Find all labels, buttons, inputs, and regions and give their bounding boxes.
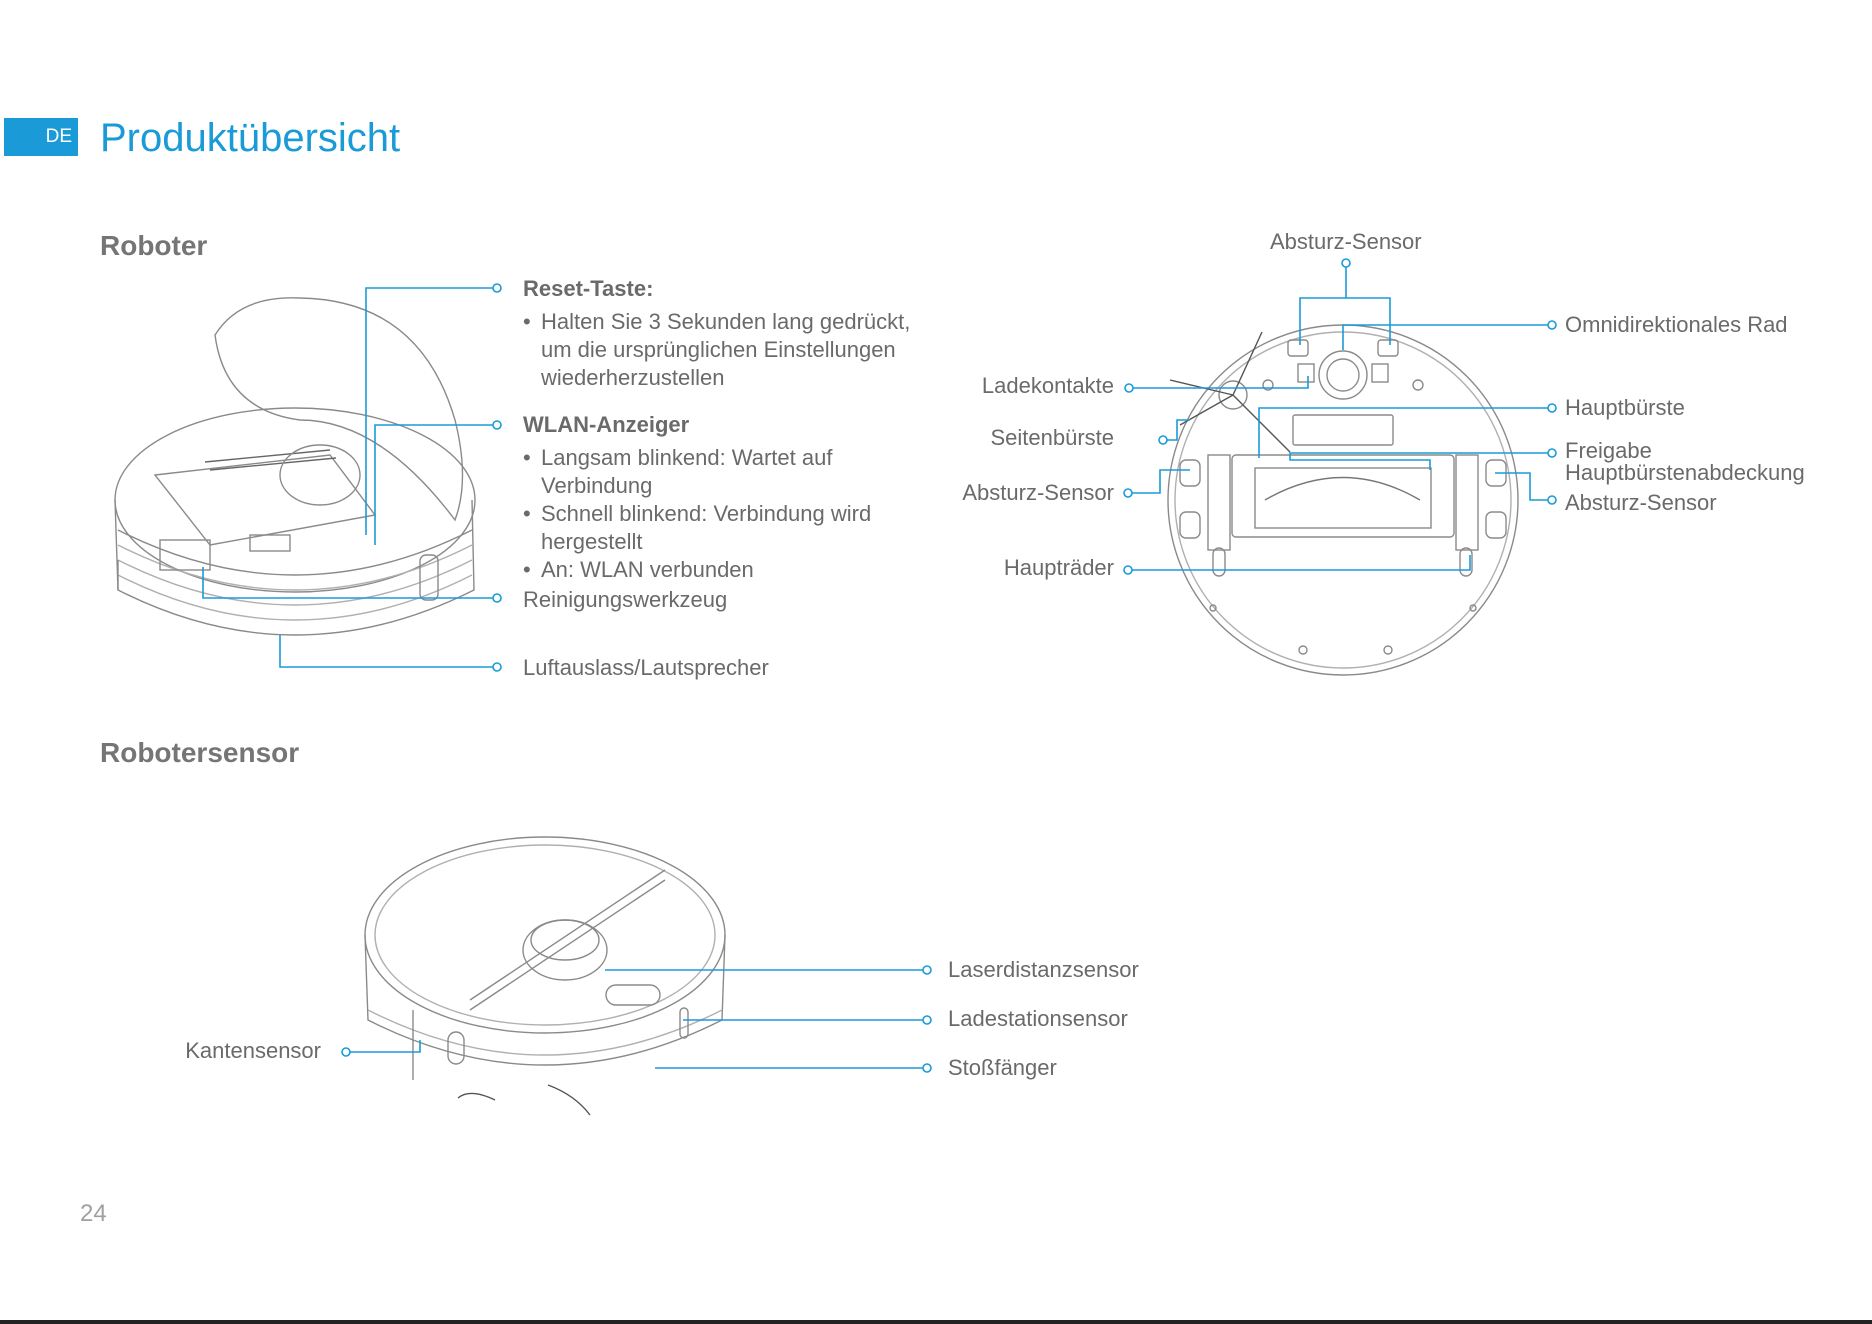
label-brush-cover-release-line2: Hauptbürstenabdeckung xyxy=(1565,462,1805,484)
wifi-indicator-callout: WLAN-Anzeiger Langsam blinkend: Wartet a… xyxy=(523,412,903,584)
label-air-outlet: Luftauslass/Lautsprecher xyxy=(523,655,769,681)
label-brush-cover-release: Freigabe Hauptbürstenabdeckung xyxy=(1565,440,1805,484)
wifi-status-item: Schnell blinkend: Verbindung wird herges… xyxy=(523,500,903,556)
reset-button-list: Halten Sie 3 Sekunden lang gedrückt, um … xyxy=(523,308,913,392)
label-charging-contacts: Ladekontakte xyxy=(900,373,1114,399)
wifi-status-item: An: WLAN verbunden xyxy=(523,556,903,584)
label-main-brush: Hauptbürste xyxy=(1565,395,1685,421)
bottom-rule xyxy=(0,1320,1872,1324)
label-main-wheels: Haupträder xyxy=(900,555,1114,581)
wifi-indicator-heading: WLAN-Anzeiger xyxy=(523,412,903,438)
label-cleaning-tool: Reinigungswerkzeug xyxy=(523,587,727,613)
label-dock-sensor: Ladestationsensor xyxy=(948,1006,1128,1032)
label-brush-cover-release-line1: Freigabe xyxy=(1565,440,1805,462)
label-cliff-sensor-right: Absturz-Sensor xyxy=(1565,490,1717,516)
wifi-status-item: Langsam blinkend: Wartet auf Verbindung xyxy=(523,444,903,500)
reset-button-heading: Reset-Taste: xyxy=(523,276,913,302)
robot-bottom-view-drawing xyxy=(1168,325,1518,675)
reset-button-item: Halten Sie 3 Sekunden lang gedrückt, um … xyxy=(523,308,913,392)
label-laser-distance-sensor: Laserdistanzsensor xyxy=(948,957,1139,983)
label-cliff-sensor-left: Absturz-Sensor xyxy=(900,480,1114,506)
label-edge-sensor: Kantensensor xyxy=(120,1038,321,1064)
reset-button-callout: Reset-Taste: Halten Sie 3 Sekunden lang … xyxy=(523,276,913,392)
page-number: 24 xyxy=(80,1200,107,1228)
label-cliff-sensor-top: Absturz-Sensor xyxy=(1270,229,1422,255)
label-side-brush: Seitenbürste xyxy=(900,425,1114,451)
label-omni-wheel: Omnidirektionales Rad xyxy=(1565,312,1788,338)
robot-sensor-drawing xyxy=(365,837,725,1115)
label-bumper: Stoßfänger xyxy=(948,1055,1057,1081)
robot-open-lid-drawing xyxy=(115,298,475,635)
wifi-indicator-list: Langsam blinkend: Wartet auf Verbindung … xyxy=(523,444,903,584)
